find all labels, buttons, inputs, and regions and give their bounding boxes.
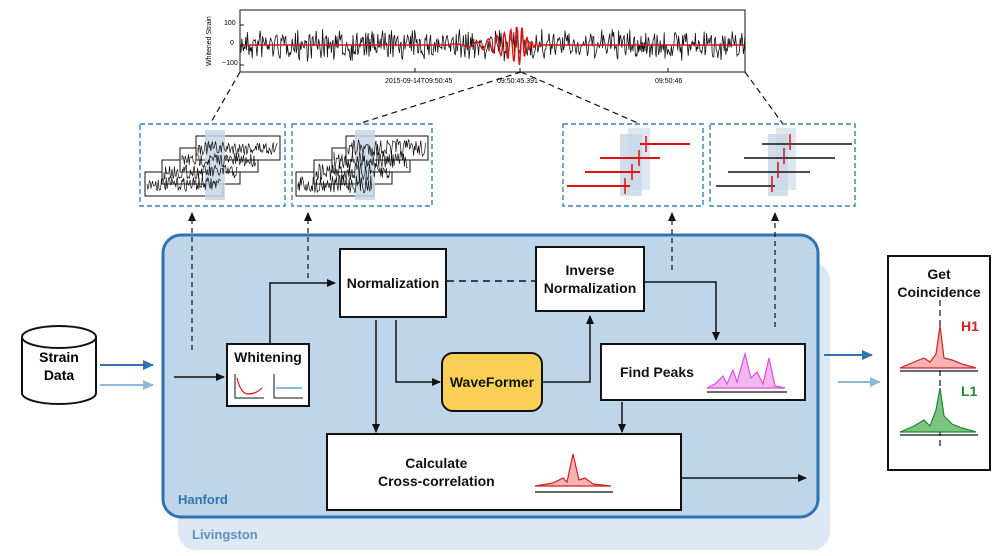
ytick-1: 100	[224, 20, 236, 27]
l1-label: L1	[961, 383, 978, 399]
cross-correlation-block: Calculate Cross-correlation	[326, 433, 682, 511]
xtick-1: 2015-09-14T09:50:45	[385, 78, 453, 85]
strain-data-cylinder	[21, 325, 97, 405]
ytick-2: 0	[230, 40, 234, 47]
normalization-label: Normalization	[346, 275, 440, 291]
panel-peak-output	[709, 123, 856, 207]
flow-arrows	[269, 279, 807, 482]
inverse-normalization-label: Inverse Normalization	[543, 262, 637, 296]
panel-inverse-output	[562, 123, 704, 207]
find-peaks-label: Find Peaks	[620, 364, 694, 380]
whitening-icons	[234, 374, 303, 399]
waveformer-block: WaveFormer	[441, 352, 543, 412]
xtick-2: 09:50:45.391	[497, 78, 538, 85]
strain-plot	[239, 9, 746, 73]
strain-data-label: Strain Data	[39, 349, 79, 383]
cross-correlation-label: Calculate Cross-correlation	[378, 455, 495, 489]
inverse-normalization-block: Inverse Normalization	[535, 246, 645, 312]
h1-label: H1	[961, 318, 979, 334]
ytick-3: −100	[222, 60, 238, 67]
normalization-block: Normalization	[339, 248, 447, 318]
panel-whitened-windows	[139, 123, 286, 207]
upward-dashed-arrows	[188, 212, 779, 350]
livingston-label: Livingston	[192, 527, 258, 542]
panel-normalized-windows	[291, 123, 433, 207]
xtick-3: 09:50:46	[655, 78, 683, 85]
hanford-label: Hanford	[178, 492, 228, 507]
get-coincidence-label: Get Coincidence	[897, 266, 981, 300]
cross-correlation-icon	[534, 453, 613, 493]
waveformer-label: WaveFormer	[449, 374, 535, 390]
strain-plot-ylabel: Whitened Strain	[206, 16, 213, 66]
zoom-lines	[209, 71, 784, 125]
whitening-block: Whitening	[226, 343, 310, 407]
find-peaks-icon	[706, 351, 787, 393]
coincidence-plots	[899, 300, 978, 450]
whitening-label: Whitening	[234, 349, 302, 365]
